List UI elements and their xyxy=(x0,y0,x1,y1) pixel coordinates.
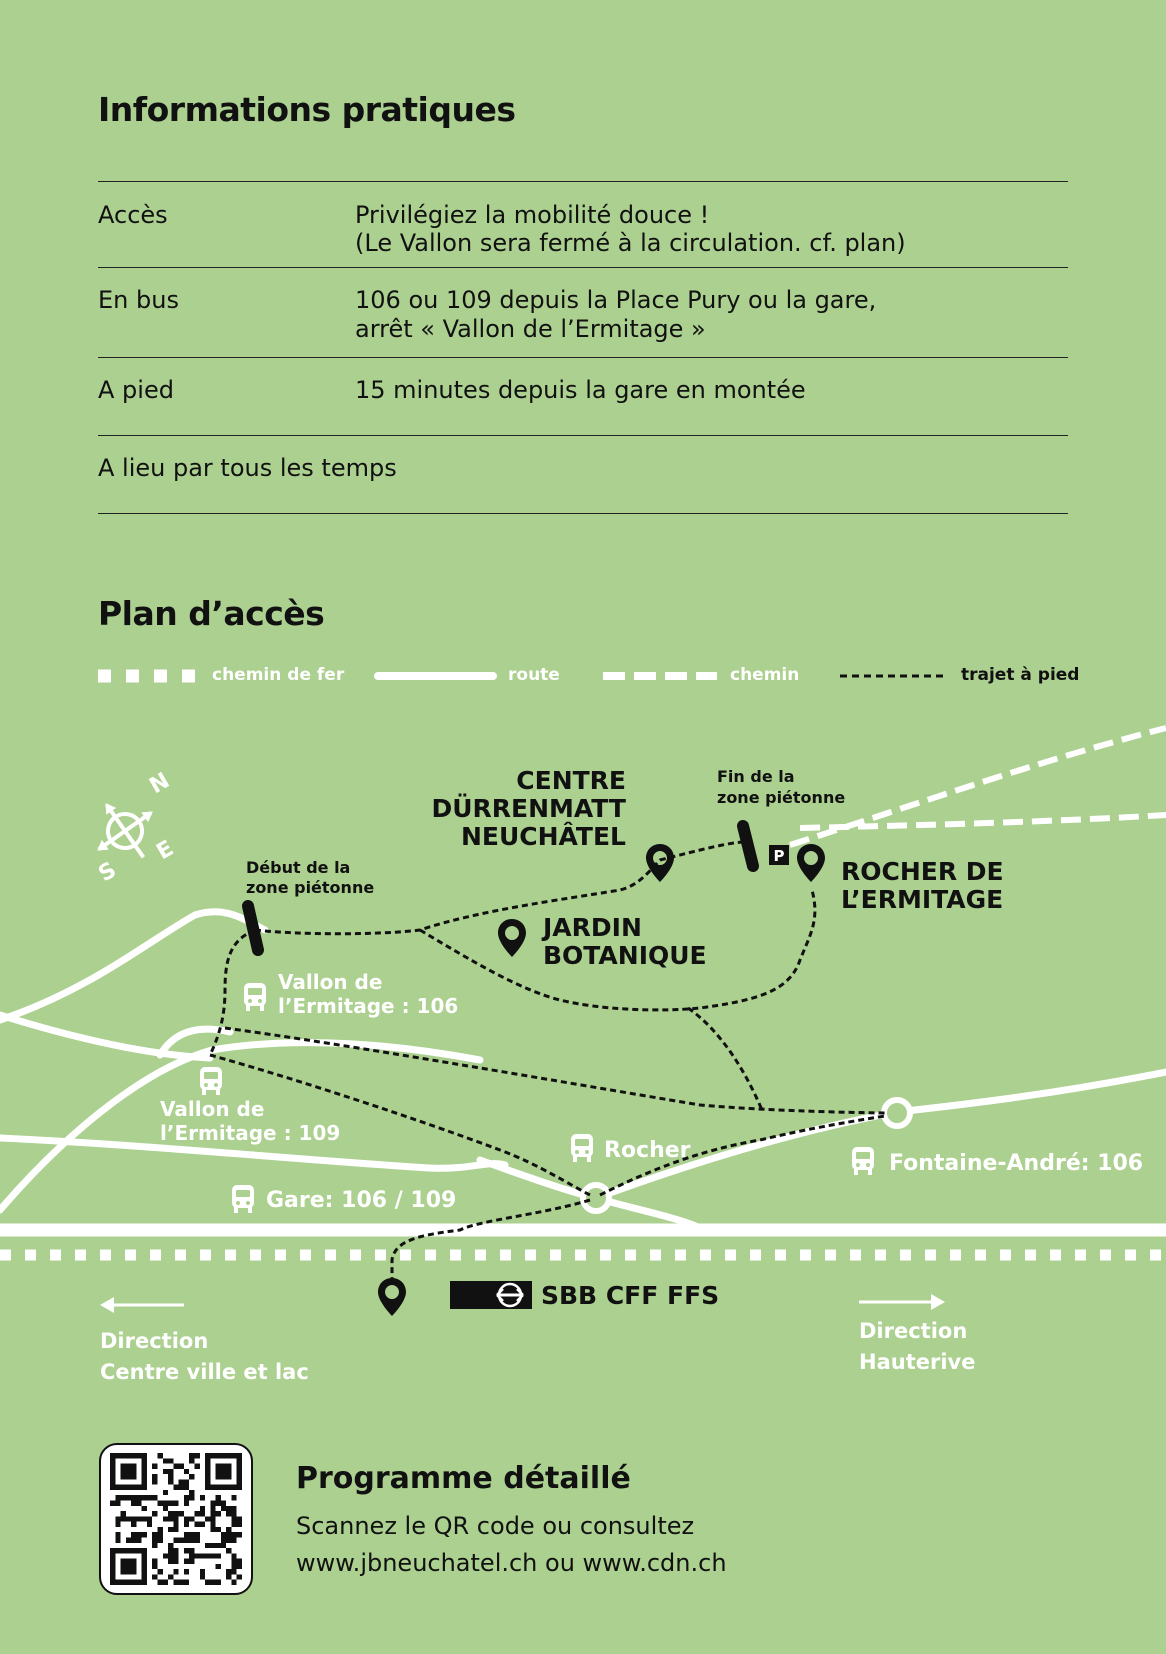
centre-label-3: NEUCHÂTEL xyxy=(461,822,626,851)
compass-s: S xyxy=(95,858,121,888)
legend-road-label: route xyxy=(508,665,560,685)
debut-zone-label-1: Début de la xyxy=(246,858,350,877)
sbb-logo-icon xyxy=(450,1281,532,1309)
debut-zone-label-2: zone piétonne xyxy=(246,878,374,897)
legend-walk-label: trajet à pied xyxy=(961,665,1080,685)
parking-icon xyxy=(769,845,789,865)
stop-109-label-2: l’Ermitage : 109 xyxy=(160,1121,340,1145)
direction-left-1: Direction xyxy=(100,1329,208,1353)
stop-fontaine-label: Fontaine-André: 106 xyxy=(889,1151,1143,1176)
jardin-label-2: BOTANIQUE xyxy=(543,941,707,970)
divider xyxy=(98,357,1068,358)
compass-n: N xyxy=(146,768,174,799)
qr-code-frame[interactable] xyxy=(99,1443,253,1595)
programme-line-2: www.jbneuchatel.ch ou www.cdn.ch xyxy=(296,1549,727,1577)
bus-icon xyxy=(200,1067,222,1095)
walking-routes xyxy=(208,840,886,1282)
road-segment xyxy=(893,1068,1166,1116)
stop-106-label-2: l’Ermitage : 106 xyxy=(278,994,458,1018)
jardin-label-1: JARDIN xyxy=(541,913,642,942)
roundabout-fontaine xyxy=(881,1097,913,1129)
info-value-bus-2: arrêt « Vallon de l’Ermitage » xyxy=(355,315,706,343)
bus-icon xyxy=(571,1134,593,1162)
centre-label-2: DÜRRENMATT xyxy=(431,793,626,823)
stop-gare-label: Gare: 106 / 109 xyxy=(266,1188,456,1213)
bus-icon xyxy=(852,1147,874,1175)
centre-label-1: CENTRE xyxy=(516,766,626,795)
direction-right-2: Hauterive xyxy=(859,1350,975,1374)
paths xyxy=(789,725,1166,848)
info-value-bus-1: 106 ou 109 depuis la Place Pury ou la ga… xyxy=(355,286,877,314)
walk-route xyxy=(224,1026,886,1115)
info-value-acces-2: (Le Vallon sera fermé à la circulation. … xyxy=(355,229,906,257)
info-label-bus: En bus xyxy=(98,286,179,314)
parking-label: P xyxy=(774,847,785,865)
walk-route xyxy=(208,928,256,1056)
plan-title: Plan d’accès xyxy=(98,594,325,633)
programme-title: Programme détaillé xyxy=(296,1461,631,1496)
compass-icon xyxy=(97,803,153,859)
walk-route xyxy=(599,1114,886,1197)
divider xyxy=(98,181,1068,182)
info-label-acces: Accès xyxy=(98,201,168,229)
info-note: A lieu par tous les temps xyxy=(98,454,397,482)
walk-route xyxy=(209,1053,591,1197)
bus-icon xyxy=(244,983,266,1011)
divider xyxy=(98,435,1068,436)
bus-icon xyxy=(232,1185,254,1213)
legend-railway-label: chemin de fer xyxy=(212,665,345,685)
info-value-pied: 15 minutes depuis la gare en montée xyxy=(355,376,806,404)
fin-zone-label-1: Fin de la xyxy=(717,767,795,786)
qr-code xyxy=(110,1453,242,1585)
map-pin-icon xyxy=(498,919,526,957)
walk-route xyxy=(390,1198,591,1282)
access-map: P N E S CENTRE DÜRRENMATT NEUCHÂTEL ROCH… xyxy=(0,725,1166,1384)
map-pin-icon xyxy=(797,844,825,882)
compass-e: E xyxy=(153,836,179,865)
stop-109-label-1: Vallon de xyxy=(160,1097,264,1121)
walk-route xyxy=(254,840,746,936)
sbb-label: SBB CFF FFS xyxy=(541,1281,719,1310)
divider xyxy=(98,267,1068,268)
legend-path-label: chemin xyxy=(730,665,800,685)
divider xyxy=(98,513,1068,514)
road-segment xyxy=(0,1011,214,1062)
map-legend-lines xyxy=(98,669,948,683)
rocher-label-1: ROCHER DE xyxy=(841,857,1004,886)
info-value-acces-1: Privilégiez la mobilité douce ! xyxy=(355,201,710,229)
walk-route xyxy=(687,1006,764,1111)
path-segment xyxy=(799,812,1166,831)
direction-right-1: Direction xyxy=(859,1319,967,1343)
direction-left-2: Centre ville et lac xyxy=(100,1360,309,1384)
barrier-end-icon xyxy=(737,820,759,872)
road-segment xyxy=(0,908,269,1024)
rocher-label-2: L’ERMITAGE xyxy=(841,885,1003,914)
programme-line-1: Scannez le QR code ou consultez xyxy=(296,1512,695,1540)
info-label-pied: A pied xyxy=(98,376,174,404)
road-segment xyxy=(156,1025,234,1059)
path-segment xyxy=(789,725,1166,848)
barrier-start-icon xyxy=(242,900,264,956)
map-pin-icon xyxy=(646,844,674,882)
stop-rocher-label: Rocher xyxy=(604,1138,691,1163)
walk-route xyxy=(419,889,817,1012)
road-segment xyxy=(0,1134,509,1172)
fin-zone-label-2: zone piétonne xyxy=(717,788,845,807)
roundabout-gare xyxy=(580,1182,612,1214)
stop-106-label-1: Vallon de xyxy=(278,970,382,994)
info-title: Informations pratiques xyxy=(98,90,516,129)
map-pin-icon xyxy=(378,1278,406,1316)
